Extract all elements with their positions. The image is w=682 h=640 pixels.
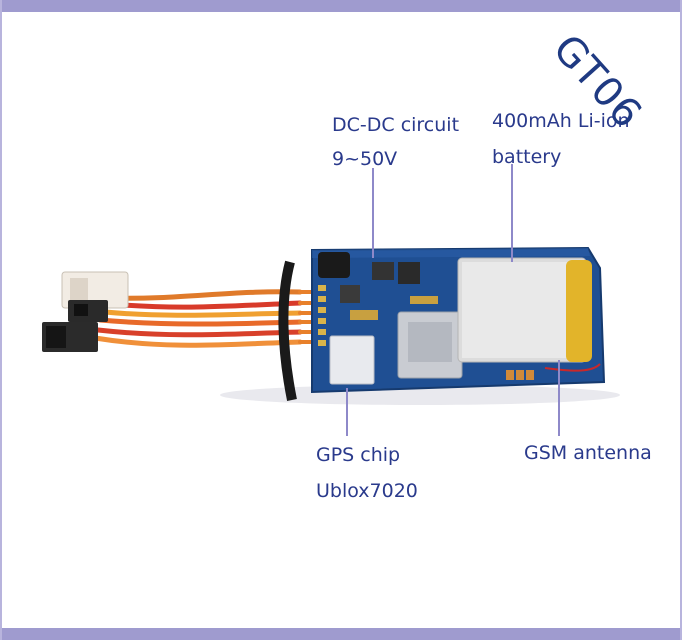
ic-small-2 xyxy=(372,262,394,280)
cable-tie xyxy=(278,260,297,401)
header-pins xyxy=(318,285,326,346)
wire-red-2 xyxy=(95,327,303,338)
frame-left-border xyxy=(0,0,2,640)
gps-label-line2: Ublox7020 xyxy=(316,480,418,502)
wire-orange-3 xyxy=(92,335,303,348)
dcdc-label-line1: DC-DC circuit xyxy=(332,114,460,136)
frame-right-border xyxy=(680,0,682,640)
wire-orange-2 xyxy=(97,317,303,327)
frame-top-border xyxy=(0,0,682,12)
connector-black-small xyxy=(68,300,108,322)
battery-label-line1: 400mAh Li-ion xyxy=(492,110,630,132)
wire-ends xyxy=(298,290,320,344)
electrolytic-capacitor xyxy=(318,252,350,278)
dcdc-label-line2: 9~50V xyxy=(332,148,398,170)
inductor xyxy=(398,262,420,284)
ic-small-1 xyxy=(340,285,360,303)
smd-3 xyxy=(526,370,534,380)
gsm-label: GSM antenna xyxy=(524,442,652,464)
li-ion-battery xyxy=(457,257,592,363)
battery-leader-line xyxy=(511,164,513,262)
wire-orange-1 xyxy=(107,289,303,301)
wire-red-1 xyxy=(107,300,303,310)
frame-bottom-border xyxy=(0,628,682,640)
sim-slot xyxy=(408,322,452,362)
connector-black-large xyxy=(42,322,98,352)
battery-tape xyxy=(566,260,592,362)
smd-row xyxy=(410,296,438,304)
wire-yellow-1 xyxy=(102,309,303,318)
gsm-leader-line xyxy=(558,360,560,436)
wire-harness xyxy=(92,289,320,348)
dcdc-leader-line xyxy=(372,168,374,258)
gps-label-line1: GPS chip xyxy=(316,444,401,466)
battery-label-line2: battery xyxy=(492,146,562,168)
gsm-antenna-wire xyxy=(544,363,601,372)
smd-1 xyxy=(506,370,514,380)
gps-leader-line xyxy=(346,388,348,436)
smd-row-2 xyxy=(350,310,378,320)
gps-module-shield xyxy=(329,335,375,385)
smd-2 xyxy=(516,370,524,380)
